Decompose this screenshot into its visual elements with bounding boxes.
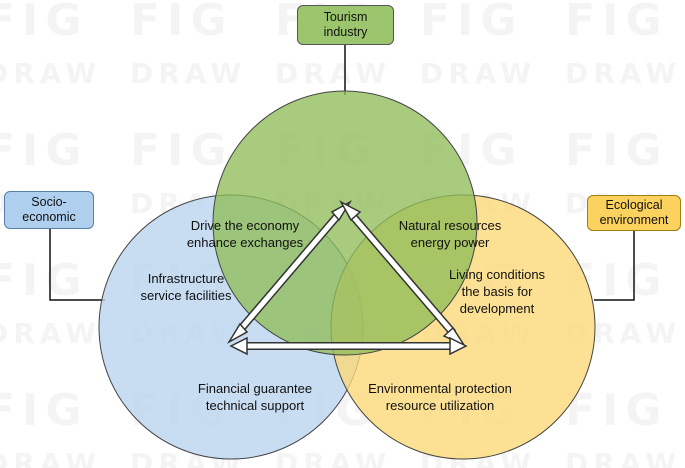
financial-guarantee-label: Financial guarantee technical support	[197, 381, 313, 413]
double-arrow-right	[339, 200, 467, 347]
natural-resources-label: Natural resources energy power	[398, 218, 502, 250]
tourism-industry-node: Tourism industry	[297, 5, 394, 45]
socio-economic-node: Socio- economic	[4, 191, 94, 229]
connector-socio	[49, 229, 105, 301]
ecological-environment-node: Ecological environment	[587, 195, 681, 231]
infrastructure-label: Infrastructure service facilities	[140, 271, 232, 303]
environmental-protection-label: Environmental protection resource utiliz…	[368, 381, 512, 413]
living-conditions-label: Living conditions the basis for developm…	[448, 267, 546, 316]
connector-eco	[594, 231, 635, 301]
drive-economy-label: Drive the economy enhance exchanges	[186, 218, 304, 250]
double-arrow-bottom	[229, 336, 468, 356]
